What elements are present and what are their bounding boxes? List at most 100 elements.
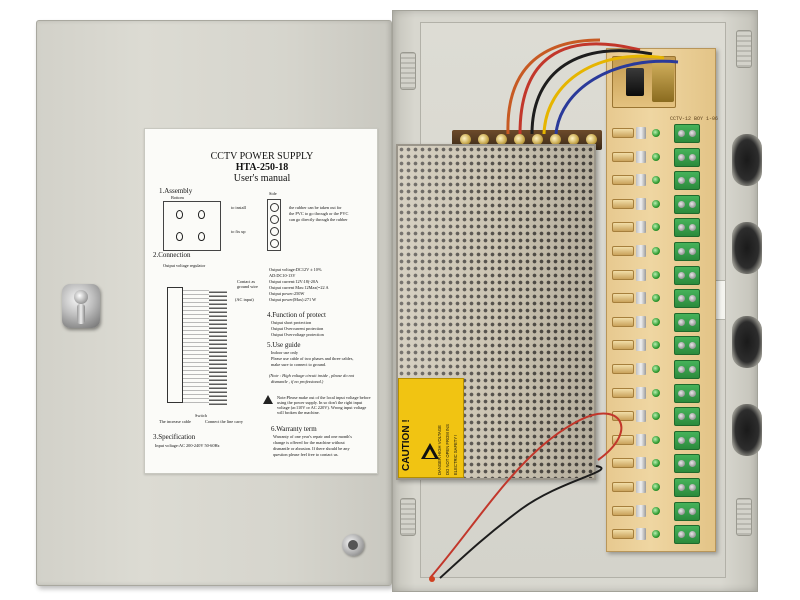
output-channel xyxy=(612,383,710,404)
terminal-block[interactable] xyxy=(674,430,700,450)
function-item-3: Output Overvoltage protection xyxy=(271,332,324,337)
fuse-holder xyxy=(636,504,646,517)
connect-line-label: Connect the line carry xyxy=(205,419,244,424)
output-channel xyxy=(612,454,710,474)
side-label: Side xyxy=(269,191,277,196)
terminal-block[interactable] xyxy=(674,265,700,285)
terminal-block[interactable] xyxy=(674,407,700,427)
led-indicator xyxy=(652,365,660,373)
terminal-block[interactable] xyxy=(674,147,700,167)
terminal-block[interactable] xyxy=(674,478,700,497)
fuse-holder xyxy=(636,528,646,541)
spec-line-1: Output voltage:DC12V ± 10% xyxy=(269,267,322,272)
terminal-block[interactable] xyxy=(674,360,700,379)
fuse xyxy=(612,529,634,540)
led-indicator xyxy=(652,199,660,208)
cable-knockout xyxy=(732,316,762,368)
terminal-block[interactable] xyxy=(674,218,700,238)
terminal-block[interactable] xyxy=(674,124,700,143)
fuse-holder xyxy=(636,481,646,493)
manual-subtitle: User's manual xyxy=(233,173,291,184)
warranty-line-4: question please feel free to contact us. xyxy=(273,452,339,457)
fuse xyxy=(612,293,634,304)
warn-text-3: voltage (ac110V or AC 220V). Wrong input… xyxy=(277,405,367,410)
side-text-3: can go directly through the rubber xyxy=(289,217,348,222)
fuse xyxy=(612,269,634,280)
fuse xyxy=(612,316,634,327)
cable-knockout xyxy=(732,222,762,274)
section-warranty: 6.Warranty term xyxy=(271,425,317,433)
fuse xyxy=(612,411,634,422)
fuse-holder xyxy=(636,174,646,187)
led-indicator xyxy=(652,152,660,161)
spec-line-3: Output current:12V:18(-20A xyxy=(269,279,319,284)
output-channel xyxy=(612,501,710,522)
section-assembly: 1.Assembly xyxy=(159,187,193,195)
led-indicator xyxy=(652,388,660,397)
fuse-holder xyxy=(636,363,646,375)
output-channel xyxy=(612,265,710,286)
warranty-line-1: Warranty of one year's repair and one mo… xyxy=(273,434,352,439)
output-channel xyxy=(612,147,710,168)
warning-triangle-icon xyxy=(263,395,273,404)
terminal-block[interactable] xyxy=(674,194,700,214)
vent-slot xyxy=(400,52,416,90)
output-channel xyxy=(612,124,710,144)
led-indicator xyxy=(652,459,660,468)
output-channel xyxy=(612,218,710,238)
use-item-2: Please use cable of two phases and three… xyxy=(271,356,354,361)
fuse-holder xyxy=(636,197,646,210)
fuse xyxy=(612,364,634,374)
lock-cylinder xyxy=(74,290,88,304)
terminal-block[interactable] xyxy=(674,383,700,403)
warn-text-1: Note:Please make out of the local input … xyxy=(277,395,371,400)
function-item-2: Output Overcurrent protection xyxy=(271,326,324,331)
terminal-block[interactable] xyxy=(674,242,700,261)
led-indicator xyxy=(652,129,660,137)
side-text-2: the PVC to go through or the PVC xyxy=(289,211,349,216)
fuse-holder xyxy=(636,245,646,257)
terminal-block[interactable] xyxy=(674,501,700,521)
warranty-line-3: dismantle or abrasion. If there should b… xyxy=(273,446,350,451)
warranty-line-2: change is offered for the machine withou… xyxy=(273,440,345,445)
output-channel xyxy=(612,171,710,191)
spec-line-5: Output power:250W xyxy=(269,291,305,296)
note-line-1: (Note : High voltage circuit inside , pl… xyxy=(269,373,355,378)
power-supply-unit xyxy=(396,144,596,480)
terminal-block[interactable] xyxy=(674,171,700,191)
ac-input-label: (AC input) xyxy=(235,297,254,302)
led-indicator xyxy=(652,435,660,444)
output-channel xyxy=(612,407,710,427)
output-channel xyxy=(612,525,710,545)
terminal-block[interactable] xyxy=(674,454,700,474)
output-channel xyxy=(612,312,710,333)
fuse xyxy=(612,198,634,209)
power-switch[interactable] xyxy=(626,68,644,96)
led-indicator xyxy=(652,506,660,515)
terminal-block[interactable] xyxy=(674,289,700,309)
fuse xyxy=(612,246,634,256)
output-channel xyxy=(612,360,710,380)
bottom-label: Bottom xyxy=(171,195,184,200)
led-indicator xyxy=(652,270,660,279)
terminal-block[interactable] xyxy=(674,336,700,356)
to-fix-up-label: to fix up xyxy=(231,229,246,234)
terminal-block[interactable] xyxy=(674,525,700,545)
assembly-diagram xyxy=(163,201,221,251)
output-channel xyxy=(612,430,710,451)
wiring-diagram xyxy=(159,277,253,423)
key-lock-icon[interactable] xyxy=(62,284,100,328)
vent-slot xyxy=(736,498,752,536)
fuse xyxy=(612,505,634,516)
spec-line-4: Output current Max:12Max(=22 A xyxy=(269,285,329,290)
fuse xyxy=(612,434,634,445)
terminal-block[interactable] xyxy=(674,312,700,332)
mains-terminal xyxy=(652,60,674,102)
output-channel xyxy=(612,242,710,262)
function-item-1: Output short protection xyxy=(271,320,312,325)
regulator-label: Output voltage regulator xyxy=(163,263,206,268)
manual-title: CCTV POWER SUPPLY xyxy=(210,151,314,162)
cable-knockout xyxy=(732,134,762,186)
section-connection: 2.Connection xyxy=(153,251,191,259)
